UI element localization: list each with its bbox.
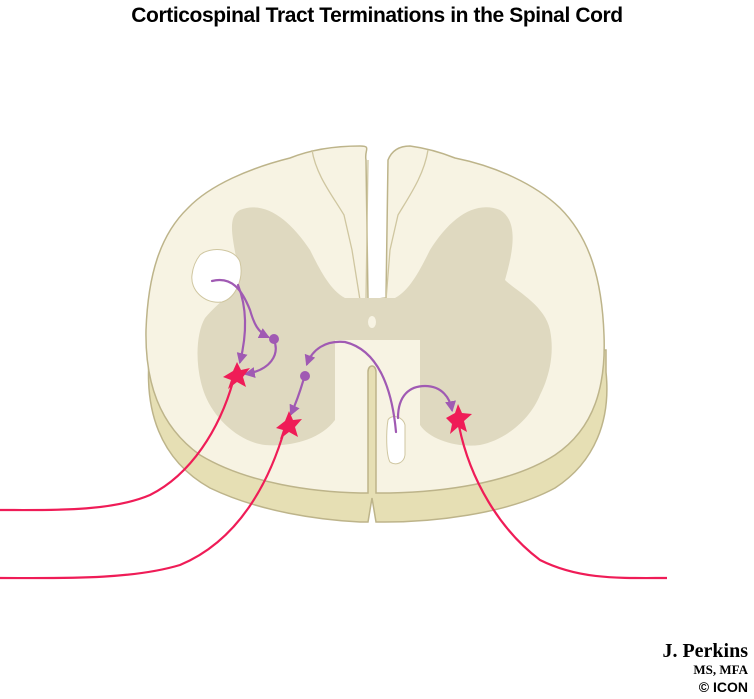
- artist-credit: J. Perkins MS, MFA © ICON: [662, 640, 748, 696]
- interneuron-lateral: [269, 334, 279, 344]
- motor-neuron-lateral: [223, 362, 250, 389]
- posterior-sulcus-right: [385, 149, 429, 301]
- pathway-anterior-to-motor-neuron: [396, 384, 456, 420]
- posterior-median-sulcus: [311, 149, 369, 301]
- pathway-lateral-to-motor-neuron: [236, 283, 248, 365]
- diagram-title: Corticospinal Tract Terminations in the …: [131, 4, 623, 27]
- artist-name: J. Perkins: [662, 640, 748, 662]
- motor-neuron-medial: [276, 411, 302, 439]
- motor-neuron-contralateral: [446, 404, 472, 434]
- pathway-interneuron-to-medial-motor-neuron: [289, 376, 306, 417]
- axon-lateral-motor-neuron: [0, 377, 236, 512]
- pathway-lateral-to-interneuron: [210, 278, 270, 339]
- central-canal: [368, 316, 376, 328]
- axon-medial-motor-neuron: [0, 427, 287, 580]
- interneuron-medial: [300, 371, 310, 381]
- artist-degrees: MS, MFA: [693, 662, 748, 677]
- copyright-notice: © ICON: [698, 679, 748, 695]
- lateral-corticospinal-tract: [191, 249, 242, 303]
- pathway-crossing-to-interneuron: [304, 340, 398, 434]
- motor-neuron-axons: [0, 377, 668, 580]
- axon-contralateral-motor-neuron: [457, 425, 668, 580]
